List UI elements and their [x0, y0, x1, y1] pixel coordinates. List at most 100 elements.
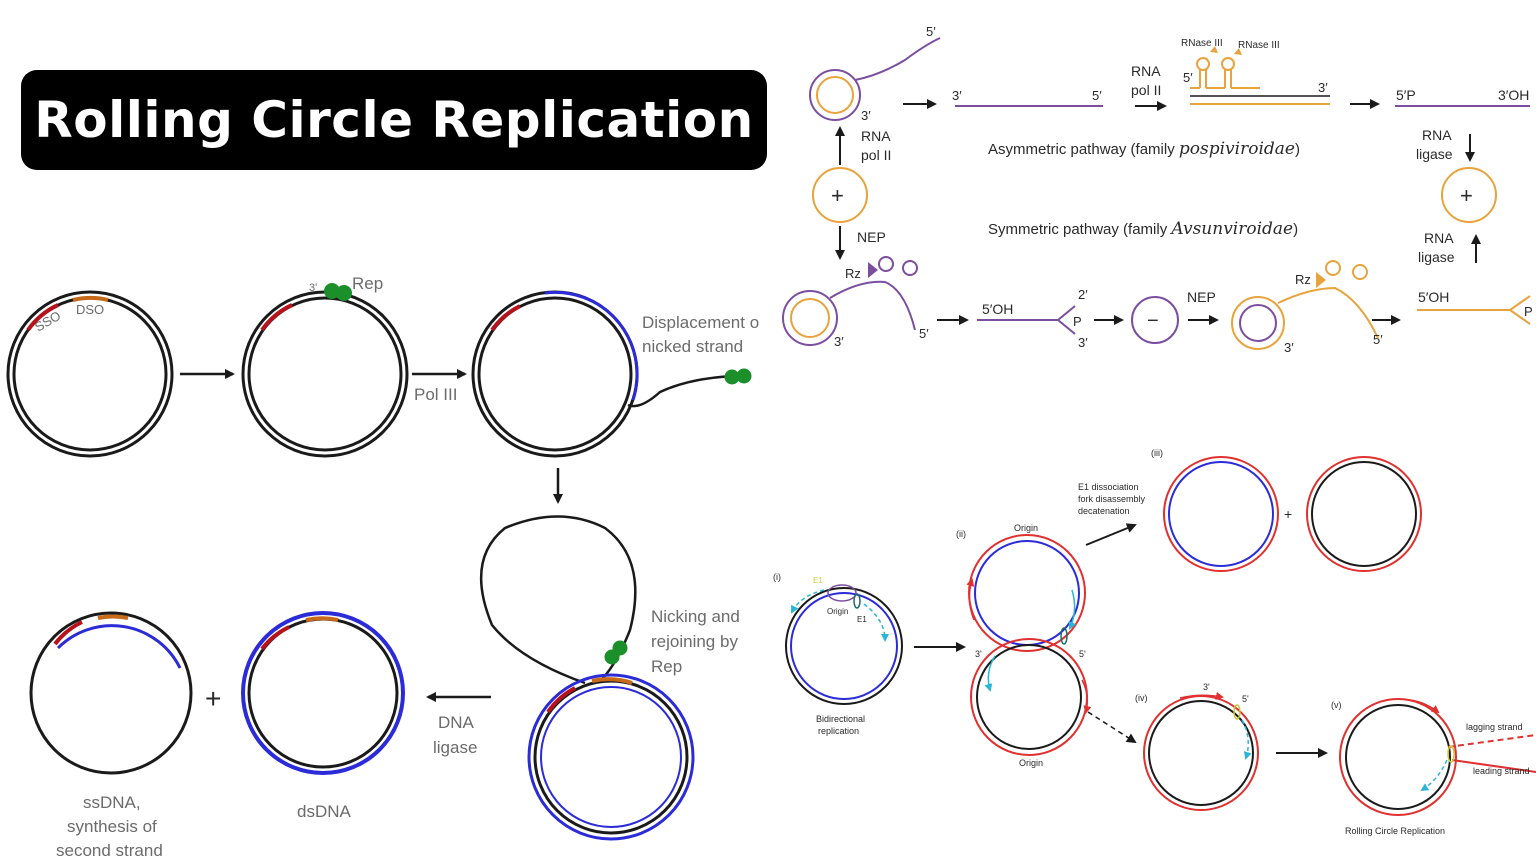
plus-strand-sign: +: [831, 183, 844, 208]
dso-label: DSO: [76, 302, 104, 317]
rep-protein: [324, 283, 340, 299]
dna-ligase-label-2: ligase: [433, 738, 477, 757]
nicking-label-3: Rep: [651, 657, 682, 676]
origin-label-ii-top: Origin: [1014, 523, 1038, 533]
rz-left-five-prime: 5′: [919, 326, 929, 341]
three-oh-label: 3′OH: [1498, 87, 1529, 103]
five-prime-ii: 5': [1079, 649, 1086, 659]
ssdna-circle: ssDNA, synthesis of second strand: [29, 611, 193, 860]
rz-label-right: Rz: [1295, 272, 1311, 287]
title-banner: Rolling Circle Replication: [21, 70, 767, 170]
rna-pol-ii-mid-2: pol II: [1131, 82, 1161, 98]
daughter-circles: +: [1163, 456, 1422, 572]
ssdna-label-1: ssDNA,: [83, 793, 141, 812]
plus-sign: +: [205, 683, 221, 714]
origin-label-ii-bottom: Origin: [1019, 758, 1043, 768]
rolling-circle-caption: Rolling Circle Replication: [1345, 826, 1445, 836]
e1-dissociation-label-1: E1 dissociation: [1078, 482, 1139, 492]
nicking-label-1: Nicking and: [651, 607, 740, 626]
e1-dissociation-label-2: fork disassembly: [1078, 494, 1146, 504]
p-label-right: P: [1524, 304, 1533, 319]
viroid-three-prime-top: 3′: [861, 108, 871, 123]
plasmid-circle-initial: SSO DSO: [6, 290, 174, 458]
three-prime-branch-left: 3′: [1078, 335, 1088, 350]
viroid-five-prime-linear: 5′: [1092, 88, 1102, 103]
rz-label-left: Rz: [845, 266, 861, 281]
rna-ligase-top-1: RNA: [1422, 127, 1452, 143]
leading-strand-label: leading strand: [1473, 766, 1530, 776]
nep-label-right: NEP: [1187, 289, 1216, 305]
plus-strand-circle: [812, 167, 868, 223]
rnase-iii-label-b: RNase III: [1238, 40, 1280, 51]
three-prime-ii: 3': [975, 649, 982, 659]
ribozyme-stage-left: Rz 3′ 5′: [782, 256, 929, 349]
multimer-three-prime: 3′: [1318, 80, 1328, 95]
rna-ligase-bottom-2: ligase: [1418, 249, 1455, 265]
plasmid-circle-displacement: Displacement o nicked strand: [471, 290, 759, 458]
ssdna-label-3: second strand: [56, 841, 163, 860]
five-oh-label-right: 5′OH: [1418, 289, 1449, 305]
displacement-label-2: nicked strand: [642, 337, 743, 356]
rz-right-five-prime: 5′: [1373, 332, 1383, 347]
two-prime-left: 2′: [1078, 287, 1088, 302]
e1-label-b: E1: [857, 615, 867, 624]
step-ii-label: (ii): [956, 529, 966, 539]
plus-strand-sign-right: +: [1460, 183, 1473, 208]
viroid-three-prime-linear: 3′: [952, 88, 962, 103]
bidirectional-circle: E1 E1 Origin Bidirectional replication: [785, 576, 903, 736]
e1-dissociation-label-3: decatenation: [1078, 506, 1130, 516]
nicking-label-2: rejoining by: [651, 632, 738, 651]
rna-pol-ii-mid-1: RNA: [1131, 63, 1161, 79]
step-v-label: (v): [1331, 700, 1342, 710]
rolling-circle-v: lagging strand leading strand Rolling Ci…: [1339, 698, 1536, 836]
minus-strand-circle: [1131, 296, 1179, 344]
multimer-five-prime: 5′: [1183, 70, 1193, 85]
step-i-label: (i): [773, 572, 781, 582]
multimer-strand: RNase III RNase III 5′ 3′: [1181, 38, 1330, 105]
rna-pol-ii-label-2: pol II: [861, 147, 891, 163]
nep-label-left: NEP: [857, 229, 886, 245]
displacement-label-1: Displacement o: [642, 313, 759, 332]
dsdna-circle: dsDNA: [241, 611, 405, 821]
viroid-five-prime-top: 5′: [926, 24, 936, 39]
origin-label-i: Origin: [827, 607, 848, 616]
bidirectional-label-2: replication: [818, 726, 859, 736]
asymmetric-caption: Asymmetric pathway (family pospiviroidae…: [988, 139, 1300, 159]
rna-pol-ii-label-1: RNA: [861, 128, 891, 144]
five-p-label: 5′P: [1396, 87, 1416, 103]
plasmid-circle-rep-bound: 3' Rep: [241, 274, 409, 458]
pol3-label: Pol III: [414, 385, 457, 404]
p-label-left: P: [1073, 314, 1082, 329]
rep-label: Rep: [352, 274, 383, 293]
plasmid-rcr-panel: SSO DSO 3' Rep Pol III Displacement o ni: [6, 274, 759, 860]
rz-left-three-prime: 3′: [834, 334, 844, 349]
lagging-strand-label: lagging strand: [1466, 722, 1523, 732]
step-iv-label: (iv): [1135, 693, 1148, 703]
three-prime-iv: 3': [1203, 682, 1210, 692]
dsdna-label: dsDNA: [297, 802, 352, 821]
plasmid-nicking-stage: Nicking and rejoining by Rep: [479, 515, 740, 841]
daughter-plus: +: [1284, 506, 1292, 522]
rnase-iii-label-a: RNase III: [1181, 38, 1223, 49]
symmetric-caption: Symmetric pathway (family Avsunviroidae): [988, 219, 1298, 239]
dna-ligase-label-1: DNA: [438, 713, 475, 732]
three-prime-label: 3': [309, 282, 317, 294]
rna-ligase-bottom-1: RNA: [1424, 230, 1454, 246]
ribozyme-stage-right: Rz 3′ 5′: [1231, 260, 1383, 355]
bidirectional-label-1: Bidirectional: [816, 714, 865, 724]
rna-ligase-top-2: ligase: [1416, 146, 1453, 162]
step-iii-label: (iii): [1151, 448, 1163, 458]
rz-right-three-prime: 3′: [1284, 340, 1294, 355]
page-title: Rolling Circle Replication: [34, 91, 754, 149]
five-oh-label-left: 5′OH: [982, 301, 1013, 317]
ssdna-label-2: synthesis of: [67, 817, 157, 836]
papilloma-panel: (i) E1 E1 Origin Bidirectional replicati…: [773, 448, 1536, 836]
catenated-circles: 3' 5' Origin: [966, 534, 1092, 768]
minus-strand-sign: −: [1147, 310, 1159, 332]
five-prime-iv: 5': [1242, 694, 1249, 704]
plus-strand-circle-right: [1441, 167, 1497, 223]
e1-label-a: E1: [813, 576, 823, 585]
viroid-panel: 5′ 3′ RNA pol II + NEP 3′ 5′ RNA pol II: [782, 24, 1533, 355]
rolling-start-circle: 3' 5': [1143, 682, 1259, 811]
